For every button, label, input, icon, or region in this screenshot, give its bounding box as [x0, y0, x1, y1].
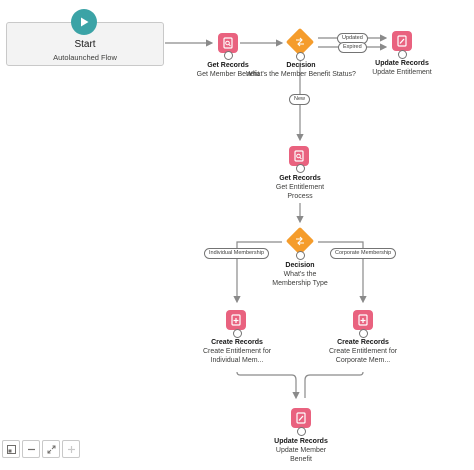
- node-label-create-corporate: Create Records Create Entitlement for Co…: [328, 339, 398, 364]
- node-label-decision-status: Decision What's the Member Benefit Statu…: [246, 62, 356, 78]
- connector-dot[interactable]: [359, 329, 368, 338]
- canvas-toolbar: [2, 440, 80, 458]
- connector-dot[interactable]: [296, 251, 305, 260]
- path-label-corporate[interactable]: Corporate Membership: [330, 248, 397, 259]
- get-records-icon[interactable]: [218, 33, 238, 53]
- update-records-icon[interactable]: [392, 31, 412, 51]
- fit-view-icon[interactable]: [42, 440, 60, 458]
- zoom-in-icon[interactable]: [62, 440, 80, 458]
- connector-dot[interactable]: [233, 329, 242, 338]
- node-label-create-individual: Create Records Create Entitlement for In…: [202, 339, 272, 364]
- connector-dot[interactable]: [398, 50, 407, 59]
- connector-dot[interactable]: [224, 51, 233, 60]
- path-label-individual[interactable]: Individual Membership: [204, 248, 270, 259]
- node-label-update-member-benefit: Update Records Update Member Benefit: [274, 438, 328, 463]
- zoom-out-icon[interactable]: [22, 440, 40, 458]
- start-subtitle: Autolaunched Flow: [53, 53, 117, 62]
- start-play-icon: [71, 9, 97, 35]
- path-label-new[interactable]: New: [289, 94, 311, 105]
- start-title: Start: [74, 39, 96, 50]
- start-node[interactable]: Start Autolaunched Flow: [6, 9, 164, 66]
- node-label-get-member-benefit: Get Records Get Member Benefit: [196, 62, 260, 78]
- update-records-icon[interactable]: [291, 408, 311, 428]
- connector-dot[interactable]: [297, 427, 306, 436]
- decision-icon[interactable]: [285, 27, 315, 57]
- connector-dot[interactable]: [296, 164, 305, 173]
- decision-icon[interactable]: [285, 226, 315, 256]
- screenshot-icon[interactable]: [2, 440, 20, 458]
- path-label-expired[interactable]: Expired: [338, 42, 367, 53]
- node-label-decision-membership: Decision What's the Membership Type: [272, 262, 328, 287]
- create-records-icon[interactable]: [226, 310, 246, 330]
- create-records-icon[interactable]: [353, 310, 373, 330]
- connector-dot[interactable]: [296, 52, 305, 61]
- get-records-icon[interactable]: [289, 146, 309, 166]
- node-label-update-entitlement: Update Records Update Entitlement: [372, 60, 432, 76]
- node-label-get-entitlement-process: Get Records Get Entitlement Process: [275, 175, 325, 200]
